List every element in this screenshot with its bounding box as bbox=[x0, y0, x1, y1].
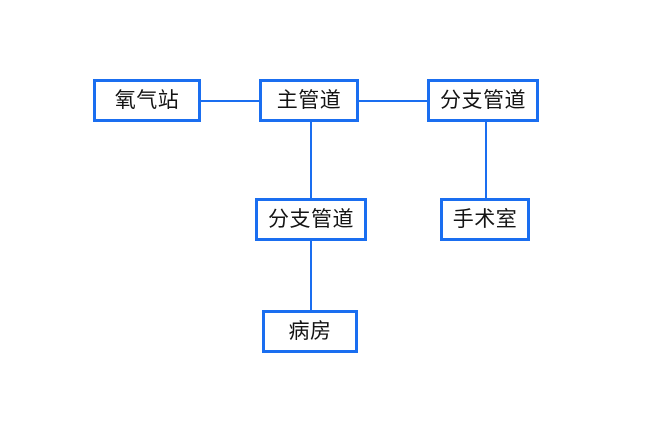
node-operating-room[interactable]: 手术室 bbox=[440, 198, 530, 241]
edge-main-pipe-to-branch-pipe-center bbox=[310, 122, 312, 198]
node-branch-pipe-center[interactable]: 分支管道 bbox=[255, 198, 367, 241]
edge-branch-pipe-right-to-operating-room bbox=[485, 122, 487, 198]
node-label-ward: 病房 bbox=[288, 319, 332, 343]
edge-branch-pipe-center-to-ward bbox=[310, 241, 312, 310]
node-label-oxygen-station: 氧气站 bbox=[114, 88, 180, 112]
node-label-operating-room: 手术室 bbox=[452, 207, 518, 231]
node-oxygen-station[interactable]: 氧气站 bbox=[93, 79, 201, 122]
node-ward[interactable]: 病房 bbox=[262, 310, 358, 353]
edge-main-pipe-to-branch-pipe-right bbox=[359, 100, 427, 102]
node-label-branch-pipe-right: 分支管道 bbox=[440, 88, 526, 112]
node-label-branch-pipe-center: 分支管道 bbox=[268, 207, 354, 231]
node-branch-pipe-right[interactable]: 分支管道 bbox=[427, 79, 539, 122]
node-label-main-pipe: 主管道 bbox=[276, 88, 342, 112]
edge-oxygen-station-to-main-pipe bbox=[201, 100, 259, 102]
node-main-pipe[interactable]: 主管道 bbox=[259, 79, 359, 122]
